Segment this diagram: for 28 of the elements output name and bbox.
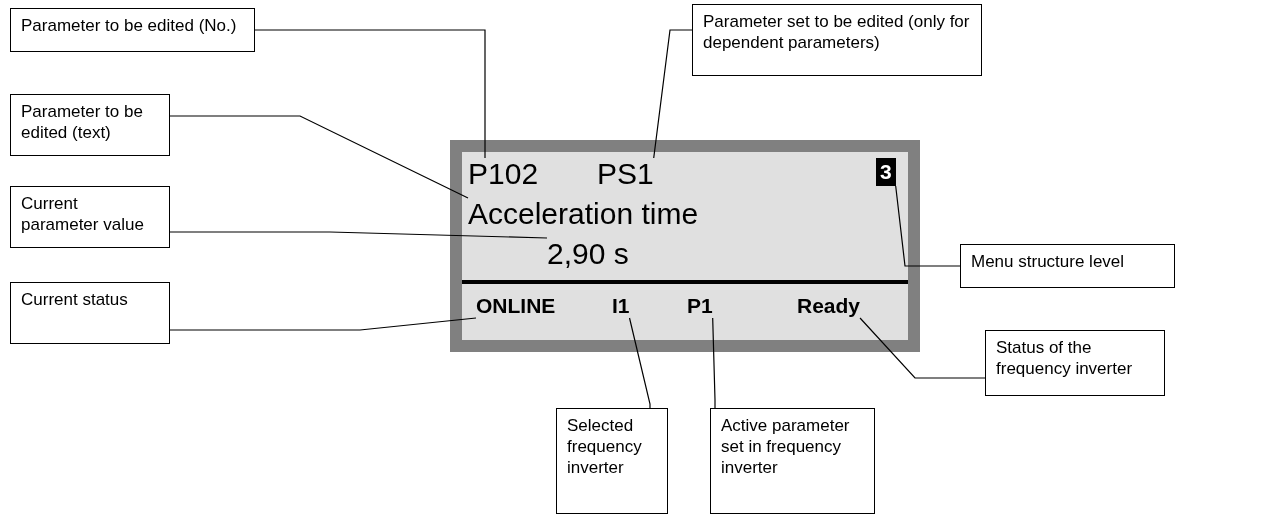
status-text: I1 [612, 294, 630, 318]
leader-line [169, 231, 548, 239]
leader-line [169, 317, 477, 331]
display-text: PS1 [597, 158, 654, 190]
leader-line [254, 29, 486, 159]
display-text: P102 [468, 158, 539, 190]
display-text: 2,90 s [547, 238, 629, 270]
leader-line [628, 317, 651, 409]
callout-box: Parameter to be edited (text) [10, 94, 170, 156]
callout-box: Current status [10, 282, 170, 344]
status-text: P1 [687, 294, 713, 318]
display-text: Acceleration time [468, 198, 699, 230]
leader-line [169, 115, 469, 199]
leader-line [895, 185, 961, 267]
status-text: Ready [797, 294, 861, 318]
leader-line [859, 317, 986, 379]
status-text: ONLINE [476, 294, 556, 318]
callout-box: Parameter to be edited (No.) [10, 8, 255, 52]
leader-line [712, 317, 716, 409]
callout-box: Active parameter set in frequency inverter [710, 408, 875, 514]
leader-line [653, 29, 693, 159]
callout-box: Parameter set to be edited (only for dependent parameters) [692, 4, 982, 76]
callout-box: Current parameter value [10, 186, 170, 248]
level-indicator: 3 [876, 158, 896, 186]
callout-box: Menu structure level [960, 244, 1175, 288]
lcd-display [450, 140, 920, 352]
callout-box: Selected frequency inverter [556, 408, 668, 514]
callout-box: Status of the frequency inverter [985, 330, 1165, 396]
